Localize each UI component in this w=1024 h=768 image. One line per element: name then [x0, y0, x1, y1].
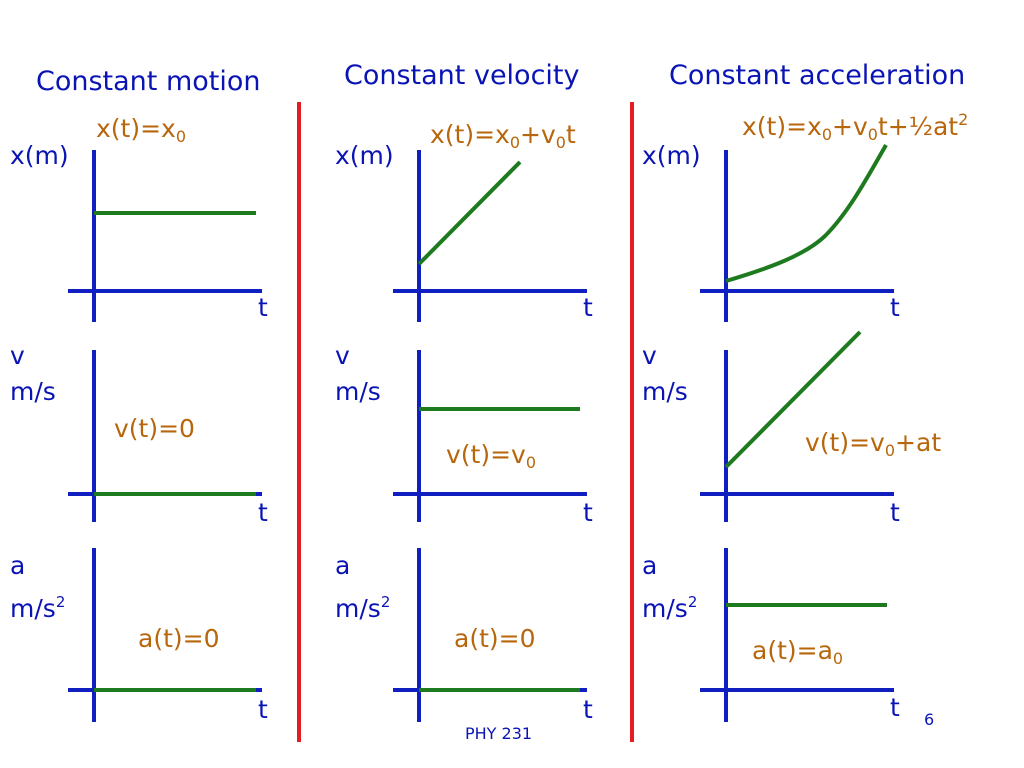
curves — [94, 144, 888, 692]
col3-v-curve — [724, 330, 862, 469]
footer-course-label: PHY 231 — [465, 724, 533, 743]
col2-a-equation: a(t)=0 — [454, 624, 536, 653]
col3-v-t-label: t — [890, 498, 900, 527]
heading-constant-acceleration: Constant acceleration — [669, 60, 966, 91]
heading-constant-motion: Constant motion — [36, 66, 261, 97]
col1-v-t-label: t — [258, 498, 268, 527]
col1-x-t-label: t — [258, 293, 268, 322]
col2-x-t-label: t — [583, 293, 593, 322]
col2-v-t-label: t — [583, 498, 593, 527]
col3-v-equation: v(t)=v0+at — [805, 428, 942, 460]
col1-x-axis-label: x(m) — [10, 141, 69, 170]
col2-x-equation: x(t)=x0+v0t — [430, 120, 576, 152]
col1-x-equation: x(t)=x0 — [96, 114, 187, 146]
col2-x-curve — [417, 160, 522, 266]
col3-x-axis-label: x(m) — [642, 141, 701, 170]
col1-a-t-label: t — [258, 695, 268, 724]
page-number: 6 — [924, 710, 935, 729]
heading-constant-velocity: Constant velocity — [344, 60, 580, 91]
col2-x-axis-label: x(m) — [335, 141, 394, 170]
col3-a-t-label: t — [890, 693, 900, 722]
col3-a-equation: a(t)=a0 — [752, 636, 844, 668]
col1-a-equation: a(t)=0 — [138, 624, 220, 653]
col3-x-equation: x(t)=x0+v0t+½at2 — [742, 110, 969, 144]
col3-x-t-label: t — [890, 293, 900, 322]
col3-x-curve — [725, 144, 888, 283]
col2-a-t-label: t — [583, 695, 593, 724]
col2-v-equation: v(t)=v0 — [446, 440, 537, 472]
col1-v-equation: v(t)=0 — [114, 414, 195, 443]
